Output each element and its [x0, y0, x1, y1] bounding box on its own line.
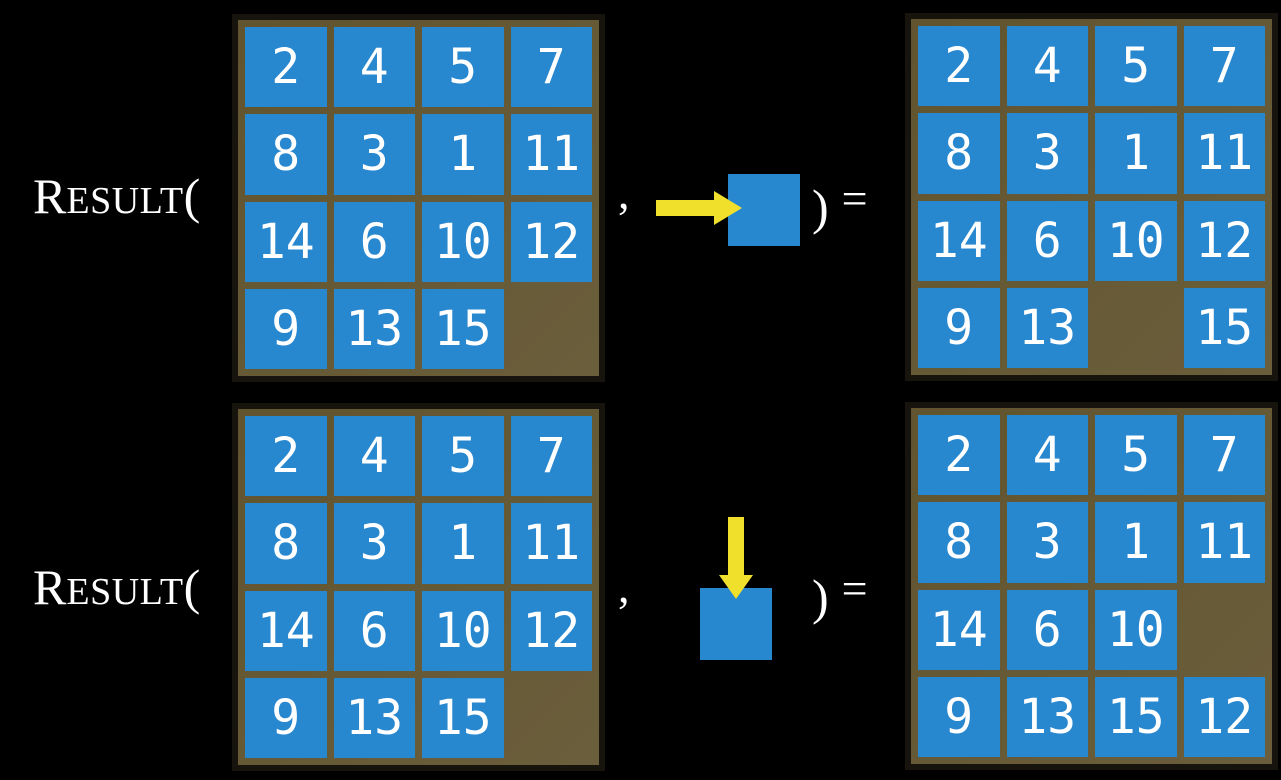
puzzle-tile: 13: [333, 288, 415, 369]
puzzle-tile: 6: [333, 201, 415, 282]
puzzle-tile: 11: [510, 503, 592, 584]
puzzle-tile: 14: [918, 200, 1000, 281]
function-name-initial: R: [33, 559, 67, 615]
puzzle-tile: 7: [1183, 415, 1265, 496]
open-paren: (: [183, 168, 201, 224]
puzzle-tile: 2: [918, 415, 1000, 496]
puzzle-tile: 12: [1183, 200, 1265, 281]
function-name-initial: R: [33, 168, 67, 224]
puzzle-tile: 12: [510, 201, 592, 282]
puzzle-tile: 14: [245, 201, 327, 282]
puzzle-tile: 10: [422, 201, 504, 282]
puzzle-tile: 14: [245, 590, 327, 671]
puzzle-tile: 9: [245, 677, 327, 758]
close-paren-equals: )=: [812, 563, 868, 625]
puzzle-tile: 9: [245, 288, 327, 369]
action-tile: [700, 588, 772, 660]
puzzle-tile: 7: [510, 27, 592, 108]
empty-cell: [1095, 288, 1177, 368]
puzzle-tile: 14: [918, 589, 1000, 670]
puzzle-tile: 1: [1095, 502, 1177, 583]
puzzle-tile: 8: [918, 113, 1000, 194]
puzzle-tile: 6: [1006, 589, 1088, 670]
puzzle-tile: 1: [1095, 113, 1177, 194]
puzzle-tile: 3: [1006, 113, 1088, 194]
empty-cell: [511, 678, 593, 758]
arrow-right-icon: [656, 191, 742, 225]
puzzle-tile: 12: [1183, 676, 1265, 757]
puzzle-tile: 13: [1006, 676, 1088, 757]
puzzle-tile: 10: [422, 590, 504, 671]
action-move-right: [656, 174, 800, 246]
puzzle-tile: 8: [918, 502, 1000, 583]
puzzle-tile: 15: [422, 288, 504, 369]
puzzle-tile: 10: [1095, 200, 1177, 281]
puzzle-tile: 5: [422, 27, 504, 108]
result-function-label: RESULT(: [33, 171, 200, 221]
puzzle-tile: 3: [333, 114, 415, 195]
puzzle-tile: 11: [510, 114, 592, 195]
puzzle-tile: 15: [1183, 287, 1265, 368]
puzzle-tile: 11: [1183, 502, 1265, 583]
close-paren: ): [812, 569, 829, 625]
result-function-label: RESULT(: [33, 562, 200, 612]
puzzle-tile: 8: [245, 503, 327, 584]
function-name-smallcaps: ESULT: [66, 180, 184, 222]
puzzle-tile: 2: [245, 416, 327, 497]
action-tile: [728, 174, 800, 246]
equals-sign: =: [841, 563, 868, 614]
close-paren: ): [812, 179, 829, 235]
close-paren-equals: )=: [812, 173, 868, 235]
puzzle-tile: 5: [1095, 415, 1177, 496]
puzzle-tile: 12: [510, 590, 592, 671]
puzzle-tile: 7: [1183, 26, 1265, 107]
puzzle-tile: 5: [1095, 26, 1177, 107]
empty-cell: [1184, 590, 1266, 670]
puzzle-tile: 6: [1006, 200, 1088, 281]
puzzle-tile: 13: [1006, 287, 1088, 368]
comma-separator: ,: [618, 167, 630, 218]
puzzle-tile: 5: [422, 416, 504, 497]
equals-sign: =: [841, 173, 868, 224]
function-name-smallcaps: ESULT: [66, 571, 184, 613]
puzzle-tile: 2: [245, 27, 327, 108]
puzzle-tile: 13: [333, 677, 415, 758]
puzzle-tile: 4: [333, 27, 415, 108]
action-move-down: [700, 517, 772, 661]
puzzle-tile: 11: [1183, 113, 1265, 194]
comma-separator: ,: [618, 561, 630, 612]
open-paren: (: [183, 559, 201, 615]
puzzle-tile: 6: [333, 590, 415, 671]
empty-cell: [511, 289, 593, 369]
puzzle-tile: 3: [333, 503, 415, 584]
puzzle-tile: 2: [918, 26, 1000, 107]
puzzle-tile: 3: [1006, 502, 1088, 583]
puzzle-tile: 15: [422, 677, 504, 758]
puzzle-tile: 4: [333, 416, 415, 497]
puzzle-tile: 9: [918, 287, 1000, 368]
puzzle-tile: 4: [1006, 415, 1088, 496]
arrow-down-icon: [719, 517, 753, 599]
puzzle-tile: 10: [1095, 589, 1177, 670]
puzzle-tile: 4: [1006, 26, 1088, 107]
puzzle-tile: 7: [510, 416, 592, 497]
puzzle-tile: 1: [422, 503, 504, 584]
puzzle-tile: 1: [422, 114, 504, 195]
puzzle-tile: 8: [245, 114, 327, 195]
puzzle-tile: 9: [918, 676, 1000, 757]
puzzle-tile: 15: [1095, 676, 1177, 757]
